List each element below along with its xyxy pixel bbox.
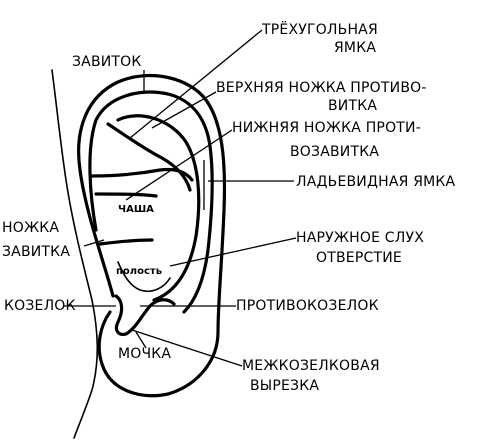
label-antitragus: ПРОТИВОКОЗЕЛОК	[236, 298, 379, 314]
label-helix: ЗАВИТОК	[72, 54, 142, 70]
label-superior-crus-line2: ВИТКА	[328, 98, 377, 114]
antitragus-shape	[124, 298, 176, 336]
label-tragus: КОЗЕЛОК	[4, 298, 76, 314]
label-inferior-crus-line2: ВОЗАВИТКА	[290, 144, 379, 160]
label-scapha: ЛАДЬЕВИДНАЯ ЯМКА	[296, 174, 456, 190]
label-intertragic-notch-line2: ВЫРЕЗКА	[250, 378, 319, 394]
label-intertragic-notch-line1: МЕЖКОЗЕЛКОВАЯ	[242, 358, 380, 374]
label-meatus-line1: НАРУЖНОЕ СЛУХ	[296, 230, 424, 246]
label-crus-helix-line2: ЗАВИТКА	[2, 244, 70, 260]
label-meatus-line2: ОТВЕРСТИЕ	[316, 250, 402, 266]
inferior-crus-ridge	[90, 167, 194, 182]
tragus-shape	[114, 294, 128, 336]
label-lobe: МОЧКА	[118, 346, 171, 362]
label-concha: ЧАША	[118, 204, 154, 215]
pointer-lobe	[135, 331, 147, 349]
pointer-crus-helix	[83, 239, 105, 247]
ear-outer-contour	[77, 74, 227, 398]
label-triangular-fossa-line2: ЯМКА	[334, 40, 376, 56]
label-crus-helix-line1: НОЖКА	[2, 220, 59, 236]
pointer-triangular-fossa	[129, 29, 263, 139]
concha-line-upper	[94, 192, 158, 198]
pointer-superior-crus	[151, 91, 217, 129]
face-contour	[51, 69, 99, 439]
pointer-inferior-crus	[125, 129, 233, 201]
superior-crus-ridge	[106, 122, 192, 192]
pointer-meatus	[169, 237, 297, 267]
label-inferior-crus-line1: НИЖНЯЯ НОЖКА ПРОТИ-	[232, 120, 421, 136]
concha-cavity-edge	[117, 261, 171, 293]
pointer-intertragic-notch	[131, 329, 243, 367]
label-cavity: полость	[116, 266, 162, 277]
crus-helix-ridge	[98, 238, 154, 246]
label-triangular-fossa-line1: ТРЁХУГОЛЬНАЯ	[261, 20, 378, 38]
helix-inner-rim	[88, 90, 214, 314]
label-superior-crus-line1: ВЕРХНЯЯ НОЖКА ПРОТИВО-	[216, 80, 427, 96]
